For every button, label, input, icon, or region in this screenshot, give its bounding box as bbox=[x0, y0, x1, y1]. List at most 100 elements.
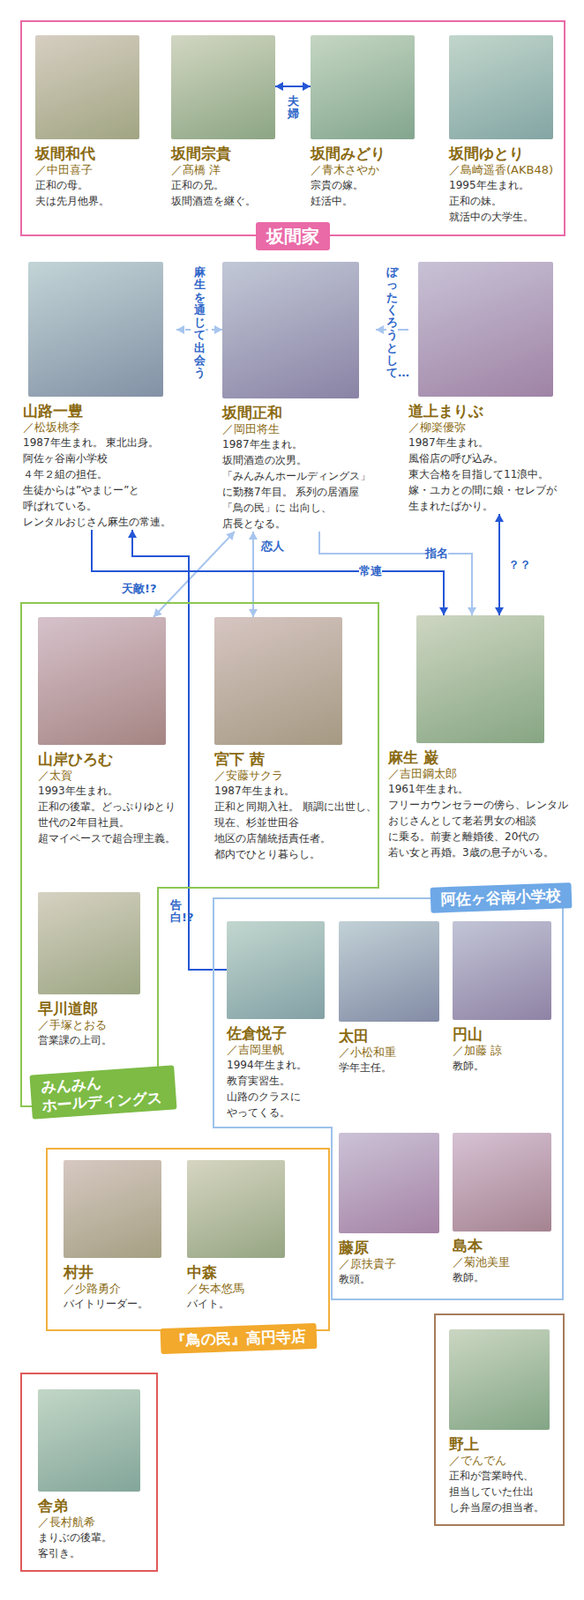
person-name: 藤原 bbox=[338, 1239, 440, 1258]
person-description: 1987年生まれ。 坂間酒造の次男。 「みんみんホールディングス」 に勤務7年目… bbox=[222, 436, 376, 532]
group-frame: 『鳥の民』高円寺店村井／少路勇介バイトリーダー。中森／矢本悠馬バイト。 bbox=[45, 1148, 330, 1333]
connector bbox=[248, 531, 258, 618]
person-entry: 麻生 巌／吉田鋼太郎1961年生まれ。 フリーカウンセラーの傍ら、レンタル おじ… bbox=[388, 615, 574, 862]
edge-label: ？？ bbox=[508, 558, 532, 573]
connector-line bbox=[498, 514, 501, 616]
arrow-head bbox=[248, 531, 258, 540]
person-name: 坂間正和 bbox=[222, 404, 376, 422]
person-description: 教師。 bbox=[452, 1058, 552, 1075]
person-description: 1987年生まれ。 風俗店の呼び込み。 東大合格を目指して11浪中。 嫁・ユカと… bbox=[408, 434, 564, 515]
person-name: 坂間和代 bbox=[35, 144, 140, 163]
person-card: 舎弟／長村航希まりぶの後輩。 客引き。 bbox=[20, 1373, 158, 1573]
person-card: 野上／でんでん正和が営業時代、 担当していた仕出 し弁当屋の担当者。 bbox=[434, 1314, 565, 1528]
person-name: 佐倉悦子 bbox=[226, 1025, 325, 1043]
edge-label: 告白!? bbox=[170, 899, 182, 926]
person-entry: 中森／矢本悠馬バイト。 bbox=[187, 1160, 285, 1313]
group-frame: 坂間家坂間和代／中田喜子正和の母。 夫は先月他界。坂間宗貴／髙橋 洋正和の兄。 … bbox=[20, 20, 566, 237]
person-name: 村井 bbox=[63, 1264, 162, 1282]
portrait-photo bbox=[226, 921, 325, 1020]
group-border bbox=[21, 603, 379, 1108]
person-description: 正和の母。 夫は先月他界。 bbox=[35, 177, 115, 210]
person-description: 教師。 bbox=[452, 1270, 552, 1287]
actor-name: ／吉岡里帆 bbox=[226, 1042, 325, 1058]
portrait-photo bbox=[37, 617, 166, 746]
actor-name: ／少路勇介 bbox=[63, 1281, 162, 1297]
actor-name: ／柳楽優弥 bbox=[408, 419, 564, 435]
actor-name: ／岡田将生 bbox=[222, 421, 376, 437]
person-name: 坂間みどり bbox=[310, 144, 415, 163]
actor-name: ／髙橋 洋 bbox=[171, 162, 276, 178]
person-entry: 坂間宗貴／髙橋 洋正和の兄。 坂間酒造を継ぐ。 bbox=[171, 35, 276, 210]
person-entry: 山岸ひろむ／太賀1993年生まれ。 正和の後輩。どっぷりゆとり 世代の2年目社員… bbox=[37, 617, 181, 847]
portrait-photo bbox=[338, 921, 440, 1023]
group-border bbox=[21, 21, 565, 236]
actor-name: ／矢本悠馬 bbox=[187, 1281, 285, 1297]
actor-name: ／吉田鋼太郎 bbox=[388, 766, 574, 782]
actor-name: ／太賀 bbox=[37, 768, 181, 784]
portrait-photo bbox=[28, 262, 164, 397]
actor-name: ／手塚とおる bbox=[37, 1018, 141, 1034]
edge-label: 天敵!? bbox=[121, 582, 157, 597]
edge-label: 恋人 bbox=[261, 539, 285, 555]
portrait-photo bbox=[37, 892, 141, 996]
person-name: 舎弟 bbox=[37, 1497, 141, 1516]
portrait-photo bbox=[214, 617, 343, 746]
person-name: 野上 bbox=[449, 1436, 550, 1454]
portrait-photo bbox=[37, 1390, 141, 1493]
person-name: 麻生 巌 bbox=[388, 748, 574, 767]
portrait-photo bbox=[63, 1160, 162, 1259]
person-name: 道上まりぶ bbox=[408, 402, 564, 420]
person-name: 中森 bbox=[187, 1264, 285, 1282]
actor-name: ／加藤 諒 bbox=[452, 1043, 552, 1059]
person-entry: 太田／小松和重学年主任。 bbox=[338, 921, 440, 1077]
arrow-head bbox=[439, 607, 449, 616]
portrait-photo bbox=[35, 35, 140, 140]
portrait-photo bbox=[452, 1133, 552, 1233]
person-entry: 早川道郎／手塚とおる営業課の上司。 bbox=[37, 892, 141, 1049]
person-entry: 島本／菊池美里教師。 bbox=[452, 1133, 552, 1287]
group-heading: 阿佐ヶ谷南小学校 bbox=[430, 883, 573, 914]
person-name: 山岸ひろむ bbox=[37, 750, 181, 769]
edge-label: ぼったくろうとして… bbox=[386, 266, 398, 381]
actor-name: ／でんでん bbox=[449, 1453, 550, 1469]
arrow-head bbox=[494, 514, 504, 523]
connector bbox=[494, 514, 504, 616]
person-name: 早川道郎 bbox=[37, 1000, 141, 1019]
actor-name: ／小松和重 bbox=[338, 1045, 440, 1061]
person-description: 正和の兄。 坂間酒造を継ぐ。 bbox=[171, 177, 260, 210]
person-description: 1961年生まれ。 フリーカウンセラーの傍ら、レンタル おじさんとして老若男女の… bbox=[388, 781, 574, 862]
person-name: 島本 bbox=[452, 1237, 552, 1256]
portrait-photo bbox=[171, 35, 276, 140]
portrait-photo bbox=[338, 1133, 440, 1235]
person-entry: 坂間和代／中田喜子正和の母。 夫は先月他界。 bbox=[35, 35, 140, 210]
portrait-photo bbox=[187, 1160, 285, 1259]
portrait-photo bbox=[222, 262, 360, 399]
person-name: 坂間宗貴 bbox=[171, 144, 276, 163]
arrow-head bbox=[127, 530, 137, 539]
person-description: 学年主任。 bbox=[338, 1060, 440, 1077]
actor-name: ／島崎遥香(AKB48) bbox=[449, 162, 554, 178]
person-name: 坂間ゆとり bbox=[449, 144, 554, 163]
arrow-head bbox=[176, 325, 185, 335]
group-frame: みんみん ホールディングス山岸ひろむ／太賀1993年生まれ。 正和の後輩。どっぷ… bbox=[20, 602, 380, 1109]
person-description: 1994年生まれ。 教育実習生。 山路のクラスに やってくる。 bbox=[226, 1057, 312, 1122]
portrait-photo bbox=[452, 921, 552, 1021]
edge-label: 麻生を通じて出会う bbox=[194, 266, 206, 381]
arrow-head bbox=[494, 607, 504, 616]
person-description: バイトリーダー。 bbox=[63, 1296, 162, 1313]
edge-label: 常連 bbox=[359, 564, 382, 579]
person-entry: 円山／加藤 諒教師。 bbox=[452, 921, 552, 1075]
connector-line bbox=[252, 531, 255, 618]
actor-name: ／松坂桃李 bbox=[22, 419, 177, 435]
arrow-head bbox=[302, 82, 311, 91]
arrow-head bbox=[375, 325, 384, 335]
person-entry: 坂間ゆとり／島崎遥香(AKB48)1995年生まれ。 正和の妹。 就活中の大学生… bbox=[449, 35, 554, 225]
actor-name: ／中田喜子 bbox=[35, 162, 140, 178]
person-description: まりぶの後輩。 客引き。 bbox=[37, 1530, 118, 1563]
group-heading: みんみん ホールディングス bbox=[29, 1065, 177, 1120]
edge-label: 指名 bbox=[425, 546, 449, 562]
person-name: 山路一豊 bbox=[22, 402, 177, 420]
arrow-head bbox=[225, 531, 235, 541]
person-description: 営業課の上司。 bbox=[37, 1033, 141, 1049]
